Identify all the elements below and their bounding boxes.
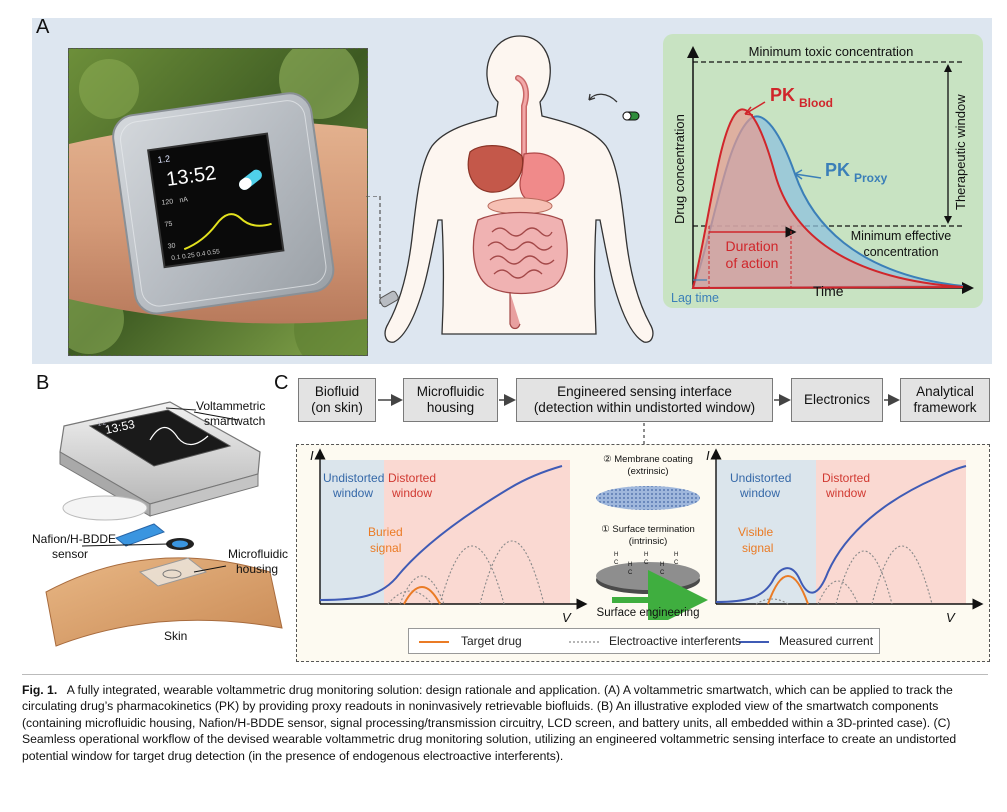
legend-swatches <box>419 641 769 643</box>
surface-engineering-label: Surface engineering <box>597 607 700 619</box>
b-smartwatch-label-2: smartwatch <box>204 414 265 428</box>
svg-text:C: C <box>674 560 679 566</box>
wrist-photo-illustration: 1.2 13:52 120 nA 75 30 0.1 0.25 0.4 0.55 <box>69 49 367 355</box>
buried-label-1: Buried <box>368 525 403 539</box>
caption-fig-label: Fig. 1. <box>22 683 58 697</box>
left-i-axis: I <box>310 448 314 463</box>
legend-measured-current: Measured current <box>779 634 874 648</box>
watch-y-top: 120 <box>161 198 174 207</box>
surface-atoms: HC HC HC HC HC <box>614 552 679 576</box>
svg-text:C: C <box>628 570 633 576</box>
photo-connector <box>366 196 381 304</box>
min-effective-label-2: concentration <box>863 245 938 259</box>
watch-on-wrist-icon <box>379 290 399 308</box>
left-distorted-label-1: Distorted <box>388 471 436 485</box>
pk-ylabel: Drug concentration <box>672 114 687 224</box>
right-undistorted-label-2: window <box>739 486 780 500</box>
watch-temp: 1.2 <box>157 153 171 165</box>
surface-engineering-illustration: ② Membrane coating (extrinsic) ① Surface… <box>596 454 708 620</box>
flow-electronics-l1: Electronics <box>803 391 871 407</box>
pk-proxy-label-main: PK <box>825 160 850 180</box>
b-screen-temp: 1.2 <box>97 420 107 428</box>
svg-text:H: H <box>644 552 648 558</box>
caption-divider <box>22 674 988 675</box>
b-housing-label-1: Microfluidic <box>228 547 288 561</box>
pk-proxy-label-sub: Proxy <box>854 171 888 185</box>
b-sensor-label-1: Nafion/H-BDDE <box>32 532 116 546</box>
ingestion-arrow <box>588 93 640 121</box>
right-i-axis: I <box>706 448 710 463</box>
capsule-icon <box>622 111 640 121</box>
right-distorted-label-1: Distorted <box>822 471 870 485</box>
visible-label-2: signal <box>742 541 773 555</box>
right-v-axis: V <box>946 610 956 625</box>
membrane-label-1: ② Membrane coating <box>603 454 693 465</box>
flow-arrows <box>378 394 900 444</box>
flow-analytical-l2: framework <box>913 400 977 415</box>
svg-text:C: C <box>660 570 665 576</box>
duration-label-2: of action <box>726 255 779 271</box>
right-voltammogram: I V Undistorted window Distorted window … <box>706 448 984 625</box>
membrane-label-2: (extrinsic) <box>627 466 668 477</box>
panel-b-letter: B <box>36 372 50 394</box>
watch-unit: nA <box>179 196 189 204</box>
figure-caption: Fig. 1. A fully integrated, wearable vol… <box>22 682 988 764</box>
flow-box-electronics: Electronics <box>791 378 883 422</box>
left-v-axis: V <box>562 610 572 625</box>
panel-c-legend: Target drug Electroactive interferents M… <box>408 628 880 654</box>
lag-time-label: Lag time <box>671 291 719 305</box>
b-housing-label-2: housing <box>236 562 278 576</box>
svg-text:C: C <box>614 560 619 566</box>
legend-interferents: Electroactive interferents <box>609 634 742 648</box>
pk-xlabel: Time <box>813 283 844 299</box>
flow-sensing-l1: Engineered sensing interface <box>557 383 732 399</box>
pk-blood-label-main: PK <box>770 85 795 105</box>
flow-sensing-l2: (detection within undistorted window) <box>533 400 756 415</box>
svg-text:H: H <box>628 562 632 568</box>
flow-box-biofluid: Biofluid(on skin) <box>298 378 376 422</box>
watch-y-low: 30 <box>167 242 176 250</box>
flow-box-sensing-interface: Engineered sensing interface(detection w… <box>516 378 773 422</box>
left-undistorted-label-2: window <box>332 486 373 500</box>
pk-blood-label-sub: Blood <box>799 96 833 110</box>
panel-c-letter: C <box>274 372 289 394</box>
svg-text:H: H <box>660 562 664 568</box>
left-distorted-label-2: window <box>391 486 432 500</box>
panel-a-letter: A <box>36 16 50 38</box>
surface-label-1: ① Surface termination <box>601 524 695 535</box>
caption-text: A fully integrated, wearable voltammetri… <box>22 683 957 763</box>
min-effective-label-1: Minimum effective <box>851 229 952 243</box>
flow-biofluid-l2: (on skin) <box>311 400 363 415</box>
visible-label-1: Visible <box>738 525 773 539</box>
pk-chart: Minimum toxic concentration PK Blood PK … <box>671 44 974 305</box>
exploded-view-illustration: 13:53 1.2 Voltammetric smartwatch Nafion… <box>32 399 288 647</box>
b-smartwatch-label-1: Voltammetric <box>196 399 265 413</box>
human-body-illustration <box>379 35 654 343</box>
legend-target-drug: Target drug <box>461 634 522 648</box>
therapeutic-window-label: Therapeutic window <box>953 94 968 210</box>
left-voltammogram: I V Undistorted window Distorted window … <box>310 448 588 625</box>
flow-microfluidic-l2: housing <box>426 400 475 415</box>
left-undistorted-label-1: Undistorted <box>323 471 384 485</box>
flow-biofluid-l1: Biofluid <box>314 383 360 399</box>
pill-icon <box>239 169 262 190</box>
svg-text:C: C <box>644 560 649 566</box>
duration-label-1: Duration <box>726 238 779 254</box>
buried-label-2: signal <box>370 541 401 555</box>
svg-text:H: H <box>674 552 678 558</box>
right-distorted-label-2: window <box>825 486 866 500</box>
wrist-photo: 1.2 13:52 120 nA 75 30 0.1 0.25 0.4 0.55 <box>68 48 368 356</box>
b-screen-time: 13:53 <box>104 417 137 437</box>
watch-y-mid: 75 <box>164 221 173 229</box>
surface-label-2: (intrinsic) <box>629 536 668 547</box>
flow-microfluidic-l1: Microfluidic <box>416 383 485 399</box>
min-toxic-label: Minimum toxic concentration <box>749 44 914 59</box>
flow-analytical-l1: Analytical <box>916 383 974 399</box>
right-undistorted-label-1: Undistorted <box>730 471 791 485</box>
b-skin-label: Skin <box>164 629 187 643</box>
svg-text:H: H <box>614 552 618 558</box>
b-sensor-label-2: sensor <box>52 547 88 561</box>
